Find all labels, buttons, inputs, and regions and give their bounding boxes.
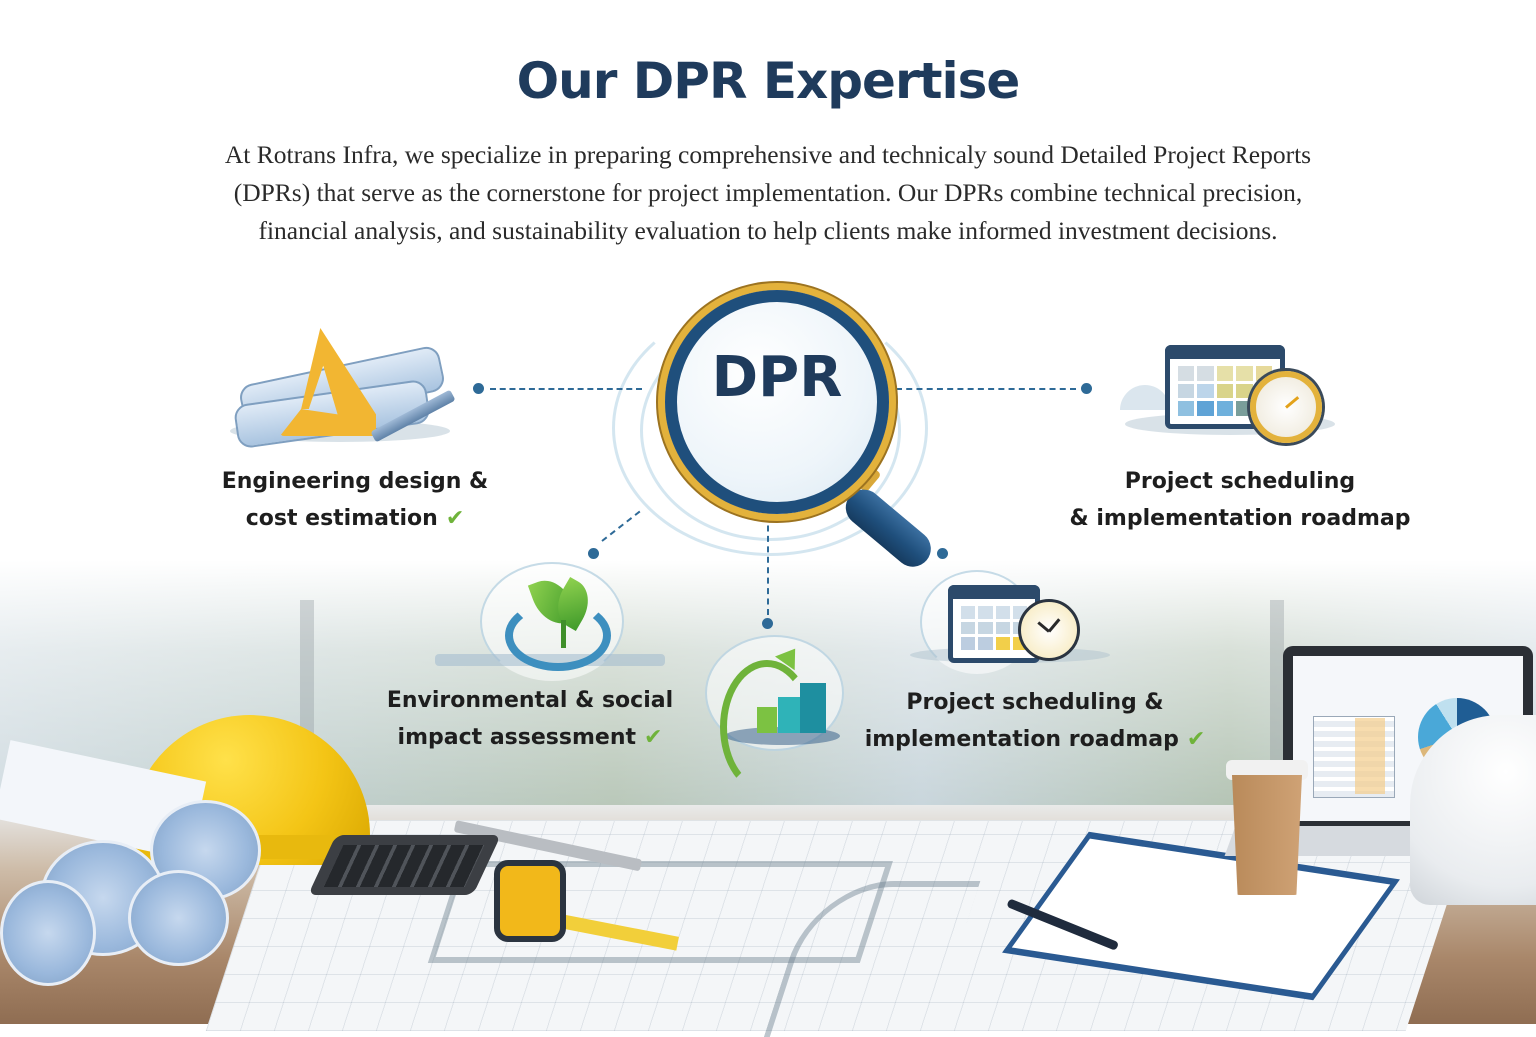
connector-dot — [473, 383, 484, 394]
connector-line — [490, 388, 642, 390]
white-hard-hat — [1410, 715, 1536, 905]
check-icon: ✔ — [644, 725, 663, 750]
calendar-clock-icon — [1115, 335, 1345, 445]
growth-chart-icon — [700, 635, 845, 794]
intro-paragraph: At Rotrans Infra, we specialize in prepa… — [130, 136, 1406, 250]
blueprint-ruler-icon — [220, 320, 460, 450]
check-icon: ✔ — [1186, 727, 1206, 752]
halo-ring — [612, 300, 928, 556]
feature-label: Environmental & social impact assessment… — [386, 688, 674, 750]
intro-line: At Rotrans Infra, we specialize in prepa… — [224, 140, 1312, 169]
calendar-clock-icon — [900, 565, 1120, 674]
connector-line — [601, 510, 641, 542]
connector-dot — [762, 618, 773, 629]
tape-measure — [494, 860, 566, 942]
leaf-wave-icon — [435, 560, 665, 681]
connector-line — [767, 515, 769, 615]
connector-line — [896, 388, 1076, 390]
dpr-label: DPR — [711, 345, 843, 410]
connector-dot — [1081, 383, 1092, 394]
feature-label: Project scheduling & implementation road… — [1069, 469, 1411, 531]
intro-line: (DPRs) that serve as the cornerstone for… — [233, 178, 1303, 207]
page-title: Our DPR Expertise — [516, 52, 1021, 110]
connector-dot — [937, 548, 948, 559]
halo-ring — [640, 320, 901, 541]
intro-line: financial analysis, and sustainability e… — [258, 216, 1278, 245]
check-icon: ✔ — [445, 506, 465, 531]
feature-label: Project scheduling & implementation road… — [864, 690, 1206, 752]
connector-dot — [588, 548, 599, 559]
calculator — [308, 835, 501, 895]
feature-label: Engineering design & cost estimation✔ — [221, 469, 489, 531]
coffee-cup — [1232, 775, 1302, 895]
